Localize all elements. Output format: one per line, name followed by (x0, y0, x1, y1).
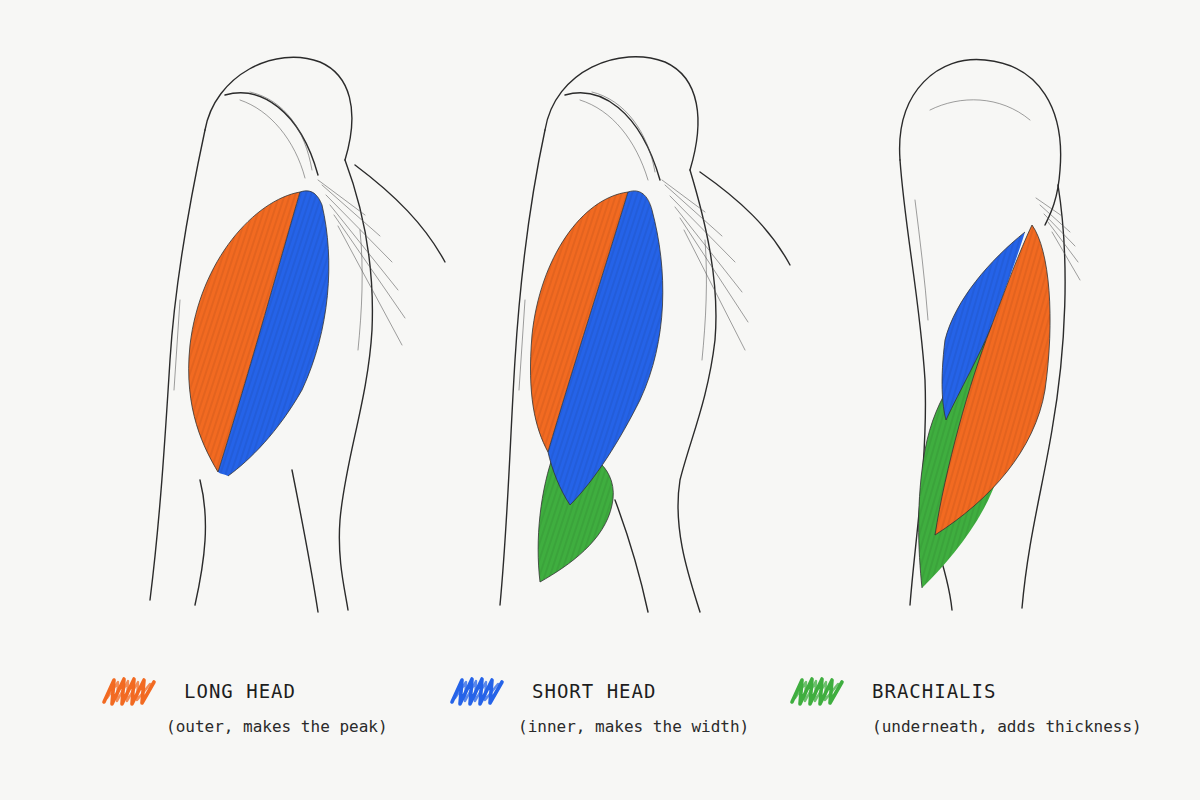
arm-outline (150, 57, 445, 612)
swatch-scribble (452, 679, 502, 704)
biceps-and-brachialis-part (935, 225, 1050, 535)
armpit-hatching-part (334, 215, 405, 318)
muscle-description: (underneath, adds thickness) (872, 717, 1142, 736)
armpit-hatching-part (702, 240, 706, 360)
armpit-hatching-part (680, 218, 748, 322)
armpit-hatching-part (330, 205, 398, 290)
armpit-hatching-part (250, 92, 312, 170)
armpit-hatching-part (580, 100, 648, 180)
arm-outline-part (565, 93, 660, 180)
legend-swatch (98, 672, 160, 710)
arm-outline-part (678, 170, 716, 612)
legend-swatch (786, 672, 848, 710)
legend-swatch (446, 672, 508, 710)
biceps-heads-part (218, 191, 329, 476)
arm-outline (900, 60, 1065, 610)
armpit-hatching-part (592, 92, 655, 172)
arm-outline-part (292, 470, 318, 612)
swatch-scribble (792, 679, 842, 704)
legend-entry: LONG HEAD (98, 672, 296, 710)
swatch-scribble (455, 681, 498, 701)
armpit-hatching-part (930, 100, 1030, 120)
arm-outline-part (615, 500, 648, 612)
biceps-and-brachialis (530, 191, 662, 582)
legend-entry: BRACHIALIS (786, 672, 996, 710)
arm-outline-part (339, 160, 372, 610)
armpit-hatching-part (519, 300, 525, 390)
armpit-hatching-part (358, 230, 362, 350)
biceps-and-brachialis-part (530, 192, 628, 452)
muscle-description: (outer, makes the peak) (166, 717, 388, 736)
legend-label: LONG HEAD (184, 680, 296, 702)
armpit-hatching-part (684, 230, 745, 350)
arm-outline-part (205, 57, 352, 160)
arm-outline-part (700, 172, 790, 265)
biceps-heads-part (189, 192, 300, 472)
armpit-hatching-part (338, 226, 402, 345)
legend-label: BRACHIALIS (872, 680, 996, 702)
armpit-hatching-part (1044, 214, 1075, 246)
biceps-and-brachialis (919, 225, 1050, 588)
armpit-hatching-part (318, 180, 365, 215)
arm-outline-part (355, 165, 445, 262)
swatch-scribble (104, 679, 154, 704)
biceps-heads (189, 191, 329, 476)
arm-front-view-with-brachialis (500, 57, 790, 612)
arm-outline-part (195, 480, 205, 605)
biceps-and-brachialis-part (935, 225, 1050, 535)
biceps-and-brachialis-part (935, 225, 1050, 535)
arm-outline (500, 57, 790, 612)
armpit-hatching-part (1048, 222, 1078, 262)
legend-entry: SHORT HEAD (446, 672, 656, 710)
armpit-hatching-part (665, 185, 722, 236)
arm-side-view (900, 60, 1080, 610)
swatch-scribble (795, 681, 838, 701)
armpit-hatching-part (915, 200, 928, 320)
armpit-hatching-part (675, 207, 742, 292)
armpit-hatching-part (662, 180, 705, 212)
biceps-heads-part (228, 191, 329, 476)
arm-outline-part (225, 93, 318, 175)
arm-front-view (150, 57, 445, 612)
arm-outline-part (545, 57, 698, 170)
armpit-hatching-part (1040, 205, 1070, 232)
armpit-hatching-part (1036, 198, 1062, 216)
arm-outline-part (900, 60, 1061, 225)
armpit-hatching-part (240, 100, 305, 178)
armpit-hatching-part (322, 185, 380, 236)
biceps-and-brachialis-part (548, 191, 663, 505)
swatch-scribble (107, 681, 150, 701)
armpit-hatching-part (174, 300, 180, 390)
biceps-heads-part (218, 191, 329, 476)
legend-label: SHORT HEAD (532, 680, 656, 702)
armpit-hatching-part (1052, 232, 1080, 280)
muscle-description: (inner, makes the width) (518, 717, 749, 736)
